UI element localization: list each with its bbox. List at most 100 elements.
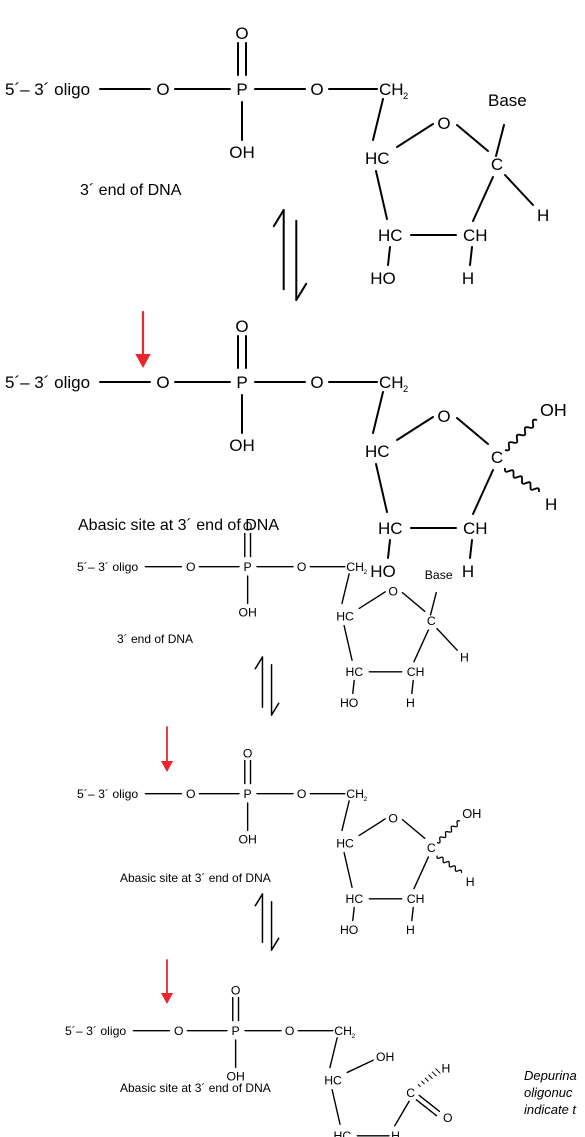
bond-c2-h bbox=[411, 679, 414, 695]
bond-ch2-c4 bbox=[372, 391, 384, 434]
bond-c3-oh bbox=[387, 539, 391, 559]
caption-abasic-large: Abasic site at 3´ end of DNA bbox=[78, 517, 279, 534]
ch2-label: CH bbox=[346, 560, 364, 574]
oxygen-label: O bbox=[186, 787, 196, 801]
oxygen-label: O bbox=[243, 747, 253, 761]
note-line-1: Depurina bbox=[524, 1068, 577, 1083]
caption-abasic-small: Abasic site at 3´ end of DNA bbox=[120, 871, 271, 885]
bond-ch2-c4 bbox=[372, 98, 384, 141]
hashed-bond-c-h bbox=[428, 1074, 433, 1079]
hc-label: HC bbox=[346, 892, 364, 906]
caption-3-end-small: 3´ end of DNA bbox=[117, 632, 193, 646]
bond-o-c1 bbox=[456, 417, 489, 445]
ho-label: HO bbox=[370, 269, 396, 288]
small-open-chain-structure: 5´– 3´ oligoOPOOHOCH2HCOHHCHHOHCOHAbasic… bbox=[65, 959, 453, 1137]
bond-c3-oh bbox=[352, 679, 355, 695]
ch-label: CH bbox=[407, 892, 425, 906]
oxygen-label: O bbox=[156, 80, 169, 99]
ch2-label: CH bbox=[334, 1024, 352, 1038]
ch2-subscript: 2 bbox=[403, 91, 408, 101]
oligo-label: 5´– 3´ oligo bbox=[5, 80, 90, 99]
hydroxyl-label: OH bbox=[238, 605, 256, 619]
hc-label: HC bbox=[336, 837, 354, 851]
c1-label: C bbox=[427, 841, 436, 855]
ch2-subscript: 2 bbox=[352, 1033, 356, 1040]
bond-c4-o bbox=[396, 123, 434, 148]
base-label: Base bbox=[425, 568, 453, 582]
equilibrium-barb bbox=[270, 702, 280, 716]
oxygen-label: O bbox=[235, 317, 248, 336]
phosphorus-label: P bbox=[236, 373, 247, 392]
bond-c1-h bbox=[436, 627, 458, 651]
hydroxyl-label: OH bbox=[229, 143, 255, 162]
h-label: H bbox=[462, 562, 474, 581]
bond-c4-c3 bbox=[343, 852, 353, 888]
ho-label: HO bbox=[370, 562, 396, 581]
hashed-bond-c-h bbox=[421, 1080, 425, 1085]
ring-oxygen-label: O bbox=[437, 407, 450, 426]
base-label: Base bbox=[488, 91, 527, 110]
oxygen-label: O bbox=[235, 24, 248, 43]
wavy-bond-c1-oh bbox=[436, 820, 461, 844]
side-note: Depurina oligonuc indicate t bbox=[524, 1068, 577, 1117]
hc-label: HC bbox=[324, 1074, 342, 1088]
phosphorus-label: P bbox=[232, 1024, 240, 1038]
hashed-bond-c-h bbox=[424, 1077, 429, 1082]
hc-label: HC bbox=[334, 1129, 352, 1137]
red-arrow-head bbox=[160, 761, 174, 772]
oligo-label: 5´– 3´ oligo bbox=[65, 1024, 126, 1038]
bond-c4-c3 bbox=[343, 625, 353, 661]
hydroxyl-label: OH bbox=[238, 832, 256, 846]
phosphorus-label: P bbox=[244, 560, 252, 574]
bond-ch2-c4 bbox=[341, 573, 350, 605]
oh-label: OH bbox=[462, 806, 481, 821]
h-label: H bbox=[537, 206, 549, 225]
bond-c2-c1 bbox=[472, 176, 494, 222]
ch-label: CH bbox=[463, 519, 488, 538]
phosphorus-label: P bbox=[244, 787, 252, 801]
oxygen-label: O bbox=[174, 1024, 184, 1038]
bond-c2-h bbox=[469, 246, 473, 266]
bond-c4-c3 bbox=[375, 463, 388, 513]
oxygen-label: O bbox=[297, 787, 307, 801]
ch2-subscript: 2 bbox=[403, 384, 408, 394]
ring-oxygen-label: O bbox=[437, 114, 450, 133]
bond-c1-h bbox=[504, 174, 534, 206]
aldehyde-c-label: C bbox=[406, 1086, 415, 1100]
note-line-2: oligonuc bbox=[524, 1085, 573, 1100]
bond-o-c1 bbox=[401, 818, 426, 840]
bond-ch2-c4 bbox=[341, 800, 350, 832]
red-arrow-head bbox=[135, 354, 151, 368]
bond-c4-o bbox=[396, 416, 434, 441]
wavy-bond-c1-h bbox=[436, 855, 463, 873]
h-label: H bbox=[406, 696, 415, 710]
bond-c1-base bbox=[429, 591, 437, 616]
oxygen-label: O bbox=[285, 1024, 295, 1038]
oxygen-label: O bbox=[243, 520, 253, 534]
equilibrium-barb bbox=[254, 893, 264, 907]
note-line-3: indicate t bbox=[524, 1102, 577, 1117]
equilibrium-barb bbox=[272, 209, 285, 228]
ho-label: HO bbox=[340, 923, 358, 937]
ch2-label: CH bbox=[346, 787, 364, 801]
caption-abasic-small-2: Abasic site at 3´ end of DNA bbox=[120, 1081, 271, 1095]
hc-label: HC bbox=[336, 610, 354, 624]
oxygen-label: O bbox=[231, 984, 241, 998]
ch2-label: CH bbox=[379, 80, 404, 99]
bond-c4-o bbox=[358, 591, 386, 610]
bond-c2-h bbox=[469, 539, 473, 559]
equilibrium-barb bbox=[270, 937, 280, 951]
oh-label: OH bbox=[540, 400, 567, 420]
oxygen-label: O bbox=[156, 373, 169, 392]
red-arrow-head bbox=[160, 993, 174, 1004]
bond-c-o-double bbox=[415, 1099, 438, 1117]
bond-c2-c1 bbox=[472, 469, 494, 515]
ch-label: CH bbox=[463, 226, 488, 245]
bond-c2-c1 bbox=[394, 1100, 410, 1127]
oxygen-label: O bbox=[310, 373, 323, 392]
